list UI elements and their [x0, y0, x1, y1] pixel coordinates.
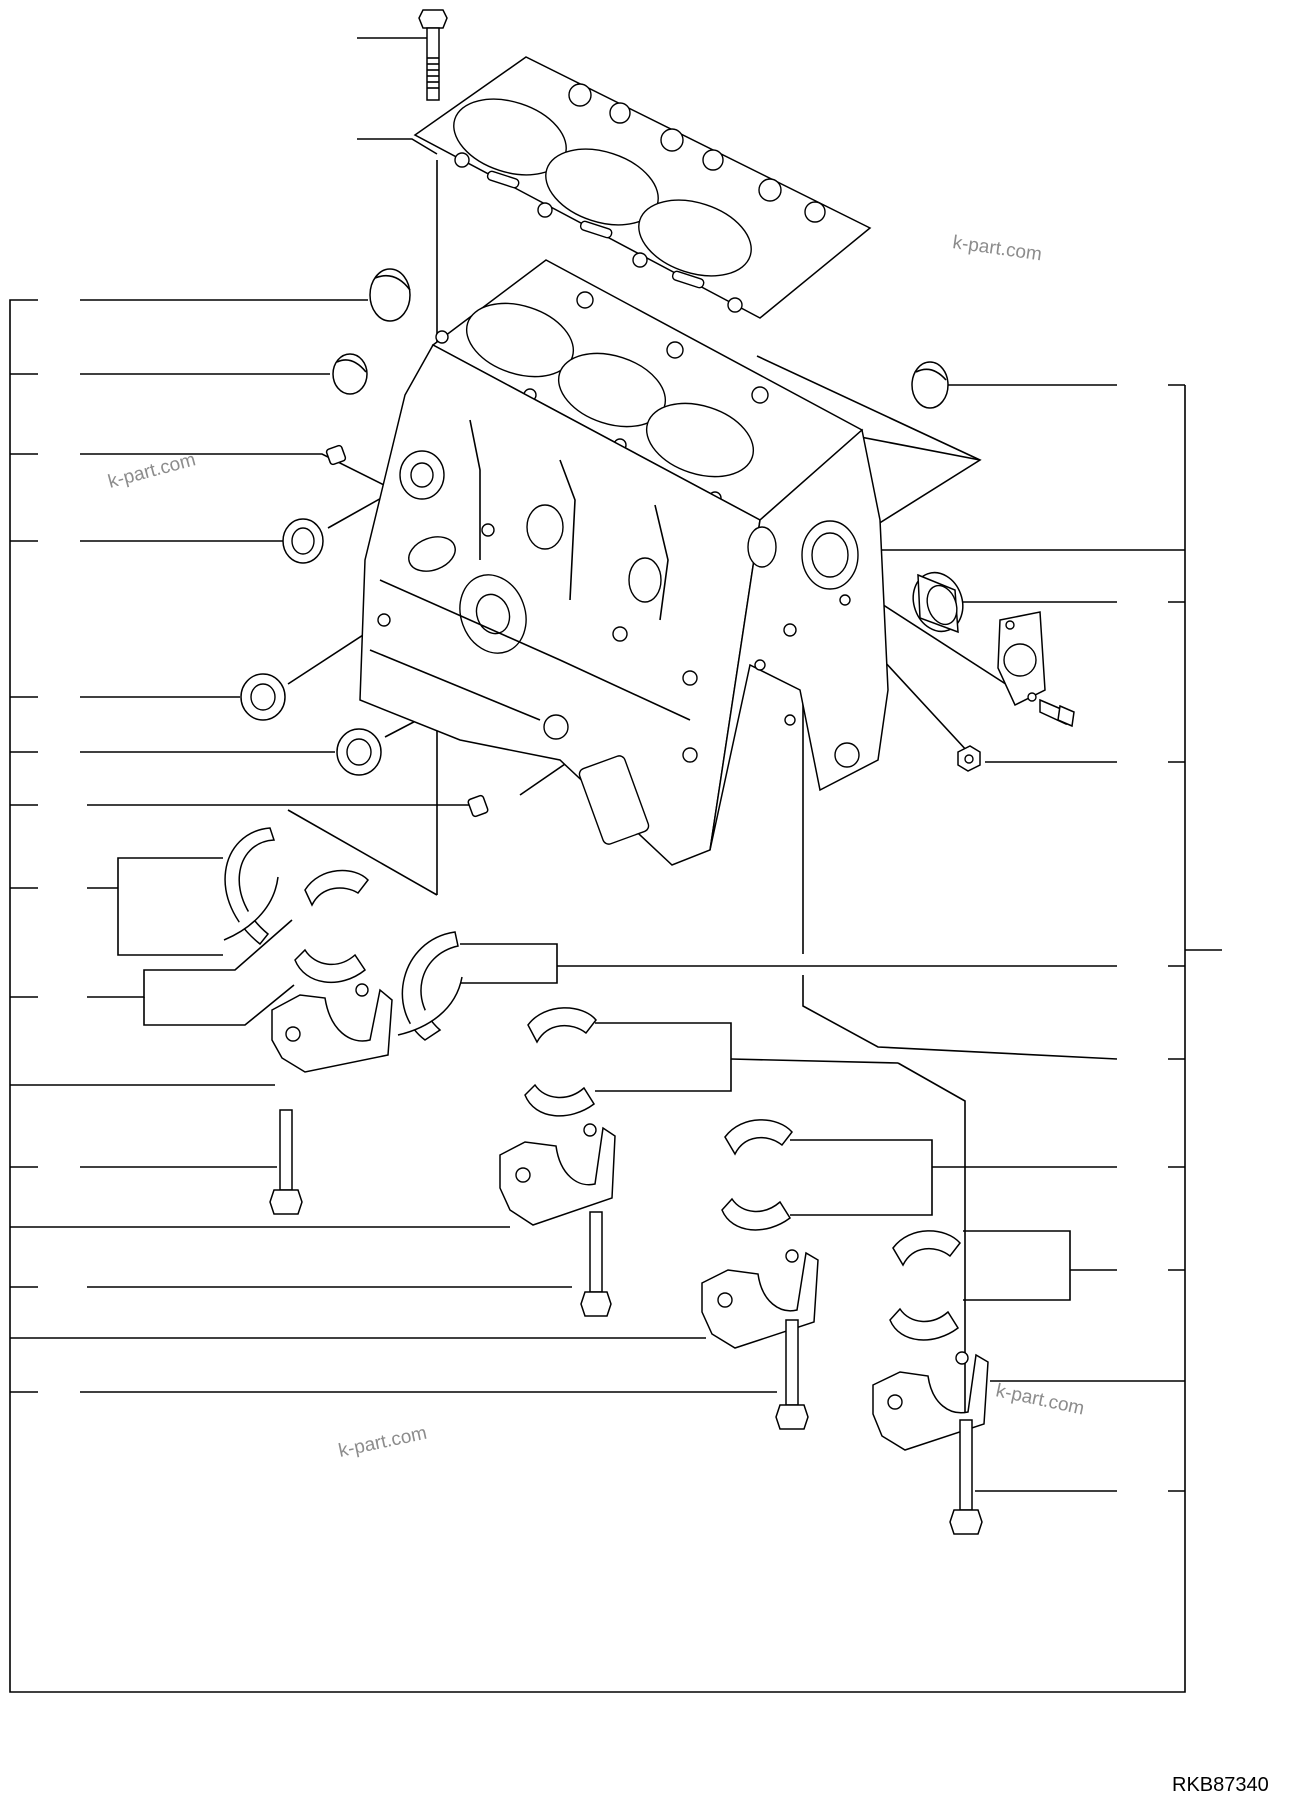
bearing-shell-set-2: [524, 1007, 597, 1117]
main-bolt-3: [775, 1319, 809, 1430]
watermark-left: k-part.com: [106, 449, 198, 493]
seal-ring-2: [240, 673, 286, 721]
cover-bolt: [1039, 698, 1075, 728]
pipe-plug-mid: [467, 794, 489, 818]
seal-ring-3: [336, 728, 382, 776]
bearing-shell-set-4: [889, 1230, 961, 1341]
seal-ring-1: [282, 518, 324, 564]
nut: [957, 745, 981, 772]
main-bearing-cap-3: [701, 1249, 819, 1349]
expansion-plug-large: [369, 268, 411, 322]
pipe-plug-top: [325, 444, 347, 466]
main-bolt-1: [269, 1109, 303, 1215]
expansion-plug-small: [332, 353, 368, 395]
main-bearing-cap-2: [499, 1123, 616, 1226]
drawing-code: RKB87340: [1172, 1774, 1269, 1796]
rear-cover-plate: [997, 611, 1046, 707]
main-bearing-cap-1: [271, 983, 393, 1073]
thrust-washer-center: [397, 931, 463, 1041]
bearing-shell-set-1: [294, 869, 369, 984]
bushing: [912, 571, 964, 634]
expansion-plug-right: [911, 361, 949, 409]
thrust-washer-left: [223, 827, 279, 946]
main-bolt-2: [580, 1211, 612, 1317]
frame-lines: [9, 299, 1222, 1693]
watermark-bottom-right: k-part.com: [994, 1380, 1086, 1419]
head-bolt: [418, 9, 448, 101]
cylinder-head-gasket: [413, 56, 872, 319]
main-bolt-4: [949, 1419, 983, 1535]
bearing-shell-set-3: [721, 1119, 793, 1231]
watermark-top-right: k-part.com: [951, 232, 1043, 265]
watermark-bottom-left: k-part.com: [337, 1423, 429, 1462]
cylinder-block: [359, 259, 889, 866]
